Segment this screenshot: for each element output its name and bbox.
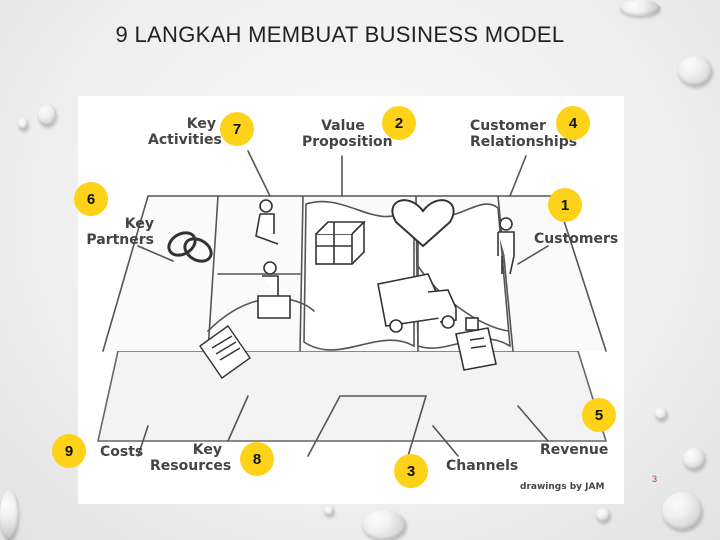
leader-line <box>517 405 549 442</box>
invoice-icon <box>199 325 251 379</box>
water-drop-decoration <box>683 448 705 470</box>
page-title: 9 LANGKAH MEMBUAT BUSINESS MODEL <box>115 22 565 47</box>
step-badge-key-partners: 6 <box>74 182 108 216</box>
worker-icon <box>257 261 291 319</box>
gift-icon <box>315 221 366 265</box>
truck-icon <box>377 273 457 333</box>
cash-register-icon <box>455 317 497 371</box>
leader-line <box>227 395 249 442</box>
channels-arrow <box>307 395 428 457</box>
key-resources-label: Key Resources <box>150 442 232 474</box>
costs-label: Costs <box>100 444 144 460</box>
step-badge-customer-relationships: 4 <box>556 106 590 140</box>
water-drop-decoration <box>0 490 18 540</box>
water-drop-decoration <box>655 408 667 420</box>
drawing-credit: drawings by JAM <box>520 482 605 492</box>
revenue-label: Revenue <box>540 442 609 458</box>
divider-line <box>299 195 304 352</box>
step-badge-key-activities: 7 <box>220 112 254 146</box>
water-drop-decoration <box>38 104 56 126</box>
rings-icon <box>167 231 213 263</box>
key-partners-label: Key Partners <box>86 216 154 248</box>
canvas-drawing <box>97 150 608 457</box>
leader-line <box>517 245 549 265</box>
page-number: 3 <box>652 474 658 484</box>
water-drop-decoration <box>362 510 406 540</box>
leader-line <box>137 245 174 262</box>
leader-line <box>432 425 459 457</box>
person-icon <box>497 217 515 275</box>
water-drop-decoration <box>18 118 28 130</box>
step-badge-customers: 1 <box>548 188 582 222</box>
leader-line <box>509 155 527 197</box>
step-badge-key-resources: 8 <box>240 442 274 476</box>
water-drop-decoration <box>662 492 702 530</box>
value-proposition-label: Value Proposition <box>302 118 393 150</box>
step-badge-channels: 3 <box>394 454 428 488</box>
water-drop-decoration <box>324 506 334 516</box>
leader-line <box>137 425 149 457</box>
divider-line <box>207 195 219 352</box>
customer-relationships-label: Customer Relationships <box>470 118 578 150</box>
water-drop-decoration <box>620 0 660 16</box>
step-badge-value-proposition: 2 <box>382 106 416 140</box>
water-drop-decoration <box>678 56 712 86</box>
customers-label: Customers <box>534 231 619 247</box>
leader-line <box>247 150 271 197</box>
water-drop-decoration <box>596 508 610 522</box>
heart-icon <box>391 199 455 248</box>
step-badge-revenue: 5 <box>582 398 616 432</box>
key-activities-label: Key Activities <box>148 116 222 148</box>
worker-icon <box>255 199 279 245</box>
business-model-canvas: Key Activities Value Proposition Custome… <box>52 96 624 504</box>
step-badge-costs: 9 <box>52 434 86 468</box>
channels-label: Channels <box>446 458 519 474</box>
